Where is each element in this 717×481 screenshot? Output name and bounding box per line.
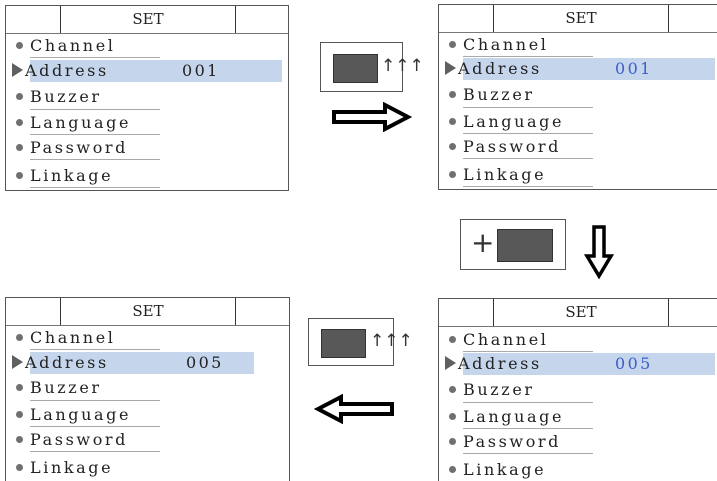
divider [30, 109, 160, 110]
divider [30, 134, 160, 135]
bullet-icon [16, 333, 23, 341]
bullet-icon [16, 435, 23, 443]
up-arrows-icon: ↑↑↑ [370, 331, 413, 351]
pointer-icon [445, 356, 456, 370]
divider [6, 325, 289, 326]
divider [463, 351, 593, 352]
divider [30, 349, 160, 350]
down-arrow-icon [584, 225, 614, 280]
divider [30, 187, 160, 188]
selection-highlight [30, 352, 254, 374]
key-icon [333, 54, 378, 83]
selection-highlight [30, 60, 282, 82]
menu-item-password[interactable]: Password [16, 138, 276, 158]
menu-item-language[interactable]: Language [449, 112, 709, 132]
bullet-icon [449, 335, 456, 343]
bullet-icon [449, 170, 456, 178]
divider [439, 32, 717, 33]
divider [463, 158, 593, 159]
divider [439, 326, 717, 327]
menu-item-channel[interactable]: Channel [449, 330, 709, 350]
bullet-icon [16, 92, 23, 100]
address-value: 005 [615, 354, 653, 373]
panel-title: SET [60, 298, 236, 325]
selection-highlight [463, 58, 715, 80]
divider [463, 133, 593, 134]
divider [463, 402, 593, 403]
menu-item-buzzer[interactable]: Buzzer [449, 85, 709, 105]
pointer-icon [12, 63, 23, 77]
menu-item-language[interactable]: Language [16, 113, 276, 133]
bullet-icon [16, 143, 23, 151]
address-value: 001 [615, 59, 653, 78]
bullet-icon [16, 171, 23, 179]
divider [30, 426, 160, 427]
bullet-icon [16, 410, 23, 418]
panel-title: SET [60, 6, 236, 33]
menu-item-buzzer[interactable]: Buzzer [449, 380, 709, 400]
bullet-icon [449, 40, 456, 48]
divider [6, 33, 288, 34]
divider [30, 159, 160, 160]
left-arrow-icon [314, 394, 394, 424]
menu-item-linkage[interactable]: Linkage [16, 458, 276, 478]
bullet-icon [449, 117, 456, 125]
key-press-step-2: + [460, 219, 566, 270]
bullet-icon [16, 463, 23, 471]
panel-title: SET [493, 299, 669, 326]
panel-title: SET [493, 5, 669, 32]
divider [30, 451, 160, 452]
bullet-icon [449, 437, 456, 445]
key-press-step-3: ↑↑↑ [308, 318, 413, 366]
up-arrows-icon: ↑↑↑ [381, 56, 424, 76]
menu-item-channel[interactable]: Channel [449, 35, 709, 55]
divider [30, 57, 160, 58]
menu-item-language[interactable]: Language [16, 405, 276, 425]
bullet-icon [449, 412, 456, 420]
selection-highlight [463, 353, 715, 375]
bullet-icon [16, 118, 23, 126]
menu-item-buzzer[interactable]: Buzzer [16, 378, 276, 398]
bullet-icon [449, 90, 456, 98]
menu-item-buzzer[interactable]: Buzzer [16, 87, 276, 107]
menu-item-linkage[interactable]: Linkage [449, 165, 709, 185]
bullet-icon [16, 383, 23, 391]
divider [463, 428, 593, 429]
menu-item-channel[interactable]: Channel [16, 36, 276, 56]
menu-item-linkage[interactable]: Linkage [16, 166, 276, 186]
menu-item-language[interactable]: Language [449, 407, 709, 427]
bullet-icon [449, 465, 456, 473]
bullet-icon [449, 385, 456, 393]
menu-item-password[interactable]: Password [449, 137, 709, 157]
divider [463, 107, 593, 108]
divider [463, 56, 593, 57]
bullet-icon [16, 41, 23, 49]
right-arrow-icon [332, 102, 412, 132]
divider [30, 400, 160, 401]
menu-item-password[interactable]: Password [16, 430, 276, 450]
key-press-step-1: ↑↑↑ [320, 42, 424, 92]
menu-item-password[interactable]: Password [449, 432, 709, 452]
menu-item-channel[interactable]: Channel [16, 328, 276, 348]
key-icon [321, 329, 366, 358]
address-value: 001 [182, 61, 220, 80]
address-value: 005 [186, 353, 224, 372]
bullet-icon [449, 142, 456, 150]
plus-icon: + [471, 226, 495, 259]
pointer-icon [12, 355, 23, 369]
divider [463, 186, 593, 187]
divider [463, 453, 593, 454]
key-icon [497, 229, 553, 262]
menu-item-linkage[interactable]: Linkage [449, 460, 709, 480]
pointer-icon [445, 61, 456, 75]
